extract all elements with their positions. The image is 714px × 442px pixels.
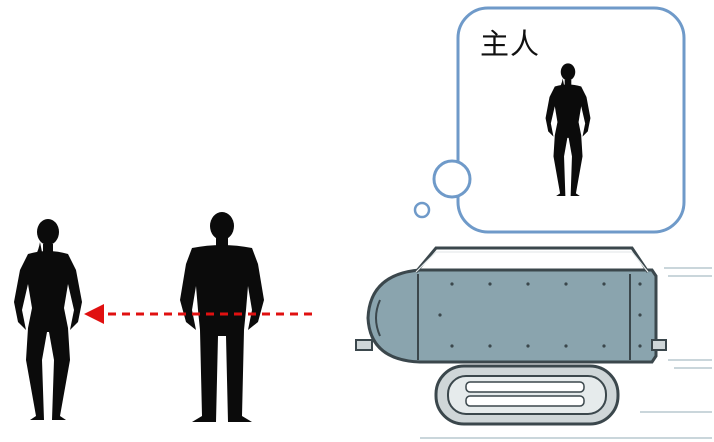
man-silhouette-icon bbox=[180, 212, 264, 422]
woman-silhouette-icon bbox=[14, 219, 82, 420]
tracked-robot-icon bbox=[356, 248, 666, 424]
bubble-label: 主人 bbox=[480, 30, 540, 59]
